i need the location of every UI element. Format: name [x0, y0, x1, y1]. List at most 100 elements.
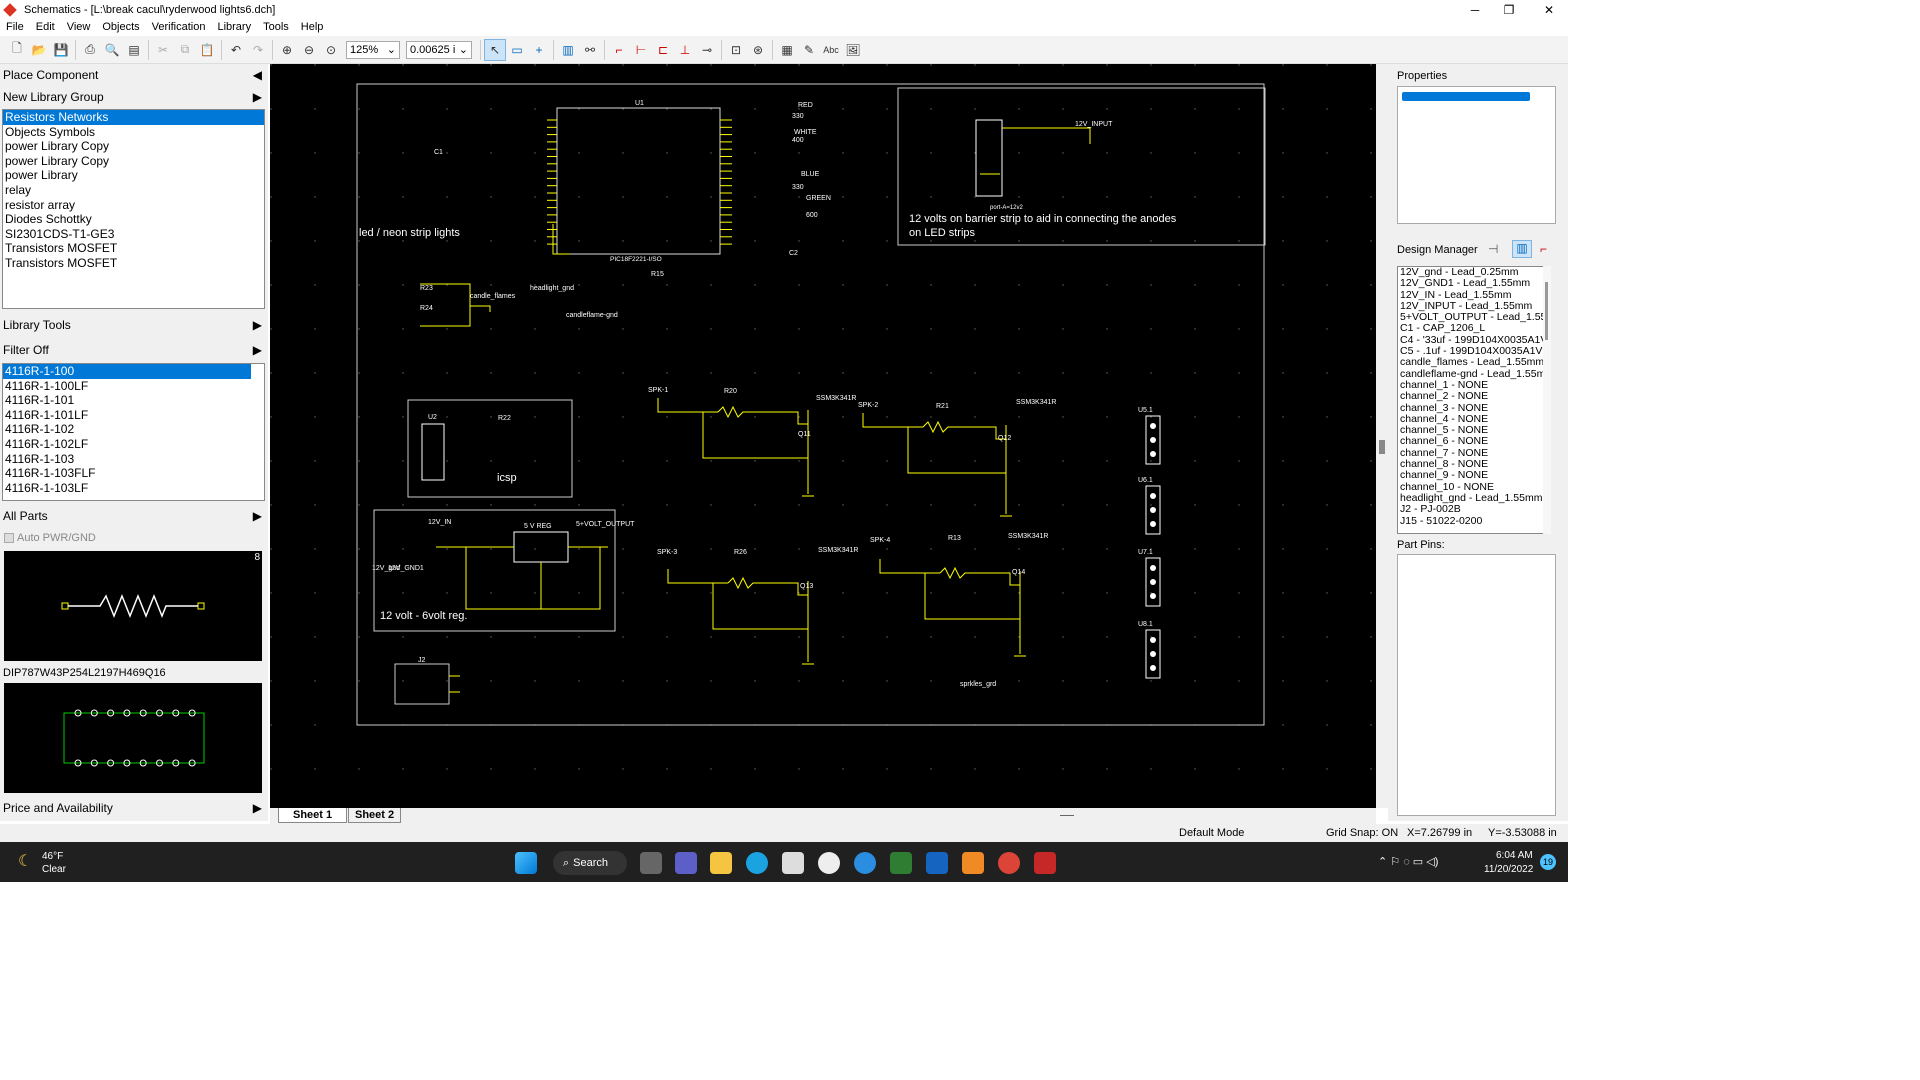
hierarchy-icon[interactable]: ⊛	[752, 42, 764, 57]
undo-icon[interactable]: ↶	[230, 42, 242, 57]
net-list-item[interactable]: channel_6 - NONE	[1400, 435, 1489, 448]
net-list-item[interactable]: channel_7 - NONE	[1400, 446, 1489, 459]
list-item[interactable]: 4116R-1-102LF	[5, 436, 89, 451]
menu-library[interactable]: Library	[217, 21, 252, 33]
new-library-group-header[interactable]: New Library Group▶	[0, 86, 268, 108]
list-item[interactable]: Resistors Networks	[3, 110, 264, 125]
edit-icon[interactable]: ✎	[803, 42, 815, 57]
search-button[interactable]: ⌕Search	[553, 851, 627, 875]
expand-icon[interactable]: ▶	[252, 509, 262, 523]
start-icon[interactable]	[515, 852, 537, 874]
list-item[interactable]: 4116R-1-103FLF	[5, 466, 96, 481]
expand-icon[interactable]: ▶	[252, 90, 262, 104]
schematics-app-icon[interactable]	[1034, 852, 1056, 874]
collapse-icon[interactable]: ◀	[252, 68, 262, 82]
net-list-item[interactable]: channel_9 - NONE	[1400, 469, 1489, 482]
list-item[interactable]: power Library Copy	[5, 139, 110, 154]
power-icon[interactable]: ⊥	[679, 42, 691, 57]
net-list-item[interactable]: channel_5 - NONE	[1400, 424, 1489, 437]
auto-pwr-checkbox[interactable]: Auto PWR/GND	[4, 532, 96, 544]
dm-net-icon[interactable]: ▥	[1512, 240, 1532, 258]
print-preview-icon[interactable]: 🔍	[104, 42, 120, 57]
zoom-out-icon[interactable]: ⊖	[303, 42, 315, 57]
menu-view[interactable]: View	[66, 21, 91, 33]
net-list-item[interactable]: channel_4 - NONE	[1400, 412, 1489, 425]
menu-help[interactable]: Help	[300, 21, 324, 33]
all-parts-header[interactable]: All Parts▶	[0, 505, 268, 527]
teams-icon[interactable]	[675, 852, 697, 874]
no-connect-icon[interactable]: ⊸	[701, 42, 713, 57]
net-list-item[interactable]: headlight_gnd - Lead_1.55mm	[1400, 491, 1543, 504]
edge-icon[interactable]	[746, 852, 768, 874]
list-item[interactable]: SI2301CDS-T1-GE3	[5, 226, 115, 241]
list-item[interactable]: 4116R-1-100	[3, 364, 251, 379]
file-explorer-icon[interactable]	[710, 852, 732, 874]
move-icon[interactable]: ▭	[511, 42, 523, 57]
dm-wire-icon[interactable]: ⌐	[1540, 242, 1548, 256]
schematic-drawing[interactable]: U1 PIC18F2221-I/SO led / neon strip ligh…	[270, 64, 1376, 808]
tab-sheet-1[interactable]: Sheet 1	[278, 808, 348, 823]
app-icon-orange[interactable]	[962, 852, 984, 874]
cross-icon[interactable]: +	[535, 42, 543, 57]
copy-icon[interactable]: ⧉	[180, 42, 190, 56]
help-icon[interactable]	[854, 852, 876, 874]
list-item[interactable]: relay	[5, 182, 32, 197]
minimize-button[interactable]: ─	[1470, 2, 1480, 17]
net-list-item[interactable]: J15 - 51022-0200	[1400, 514, 1483, 527]
net-list-item[interactable]: 12V_GND1 - Lead_1.55mm	[1400, 277, 1531, 290]
zoom-select[interactable]: 125%⌄	[346, 40, 400, 59]
hscroll-thumb[interactable]	[1060, 815, 1074, 816]
library-tools-header[interactable]: Library Tools▶	[0, 314, 268, 336]
net-list-item[interactable]: C1 - CAP_1206_L	[1400, 322, 1486, 335]
place-component-header[interactable]: Place Component◀	[0, 64, 268, 86]
list-item[interactable]: 4116R-1-101LF	[5, 407, 89, 422]
list-item[interactable]: Objects Symbols	[5, 124, 96, 139]
list-item[interactable]: 4116R-1-103	[5, 451, 75, 466]
list-item[interactable]: power Library	[5, 168, 78, 183]
dm-scrollbar[interactable]	[1543, 266, 1551, 534]
expand-icon[interactable]: ▶	[252, 801, 262, 815]
table-icon[interactable]: ▦	[781, 42, 793, 57]
net-list-item[interactable]: candleflame-gnd - Lead_1.55mm	[1400, 367, 1547, 380]
chrome-icon[interactable]	[998, 852, 1020, 874]
list-item[interactable]: 4116R-1-103LF	[5, 480, 89, 495]
net-list-item[interactable]: channel_8 - NONE	[1400, 458, 1489, 471]
menu-tools[interactable]: Tools	[263, 21, 289, 33]
list-item[interactable]: 4116R-1-101	[5, 393, 75, 408]
list-item[interactable]: 4116R-1-102	[5, 422, 75, 437]
expand-icon[interactable]: ▶	[252, 318, 262, 332]
net-list-item[interactable]: 12V_gnd - Lead_0.25mm	[1400, 266, 1519, 278]
filter-header[interactable]: Filter Off▶	[0, 339, 268, 361]
price-header[interactable]: Price and Availability▶	[0, 797, 268, 819]
save-icon[interactable]: 💾	[53, 42, 69, 57]
list-item[interactable]: Transistors MOSFET	[5, 241, 118, 256]
paste-icon[interactable]: 📋	[199, 42, 215, 57]
list-item[interactable]: power Library Copy	[5, 153, 110, 168]
vertical-scrollbar[interactable]	[1376, 64, 1388, 808]
clock-time[interactable]: 6:04 AM	[1496, 850, 1533, 861]
redo-icon[interactable]: ↷	[252, 42, 264, 57]
app-icon-green[interactable]	[890, 852, 912, 874]
scroll-thumb[interactable]	[1379, 440, 1385, 454]
net-port-icon[interactable]: ⊏	[657, 42, 669, 57]
list-item[interactable]: resistor array	[5, 197, 76, 212]
tray-icons[interactable]: ⌃ ⚐ ◌ ▭ ◁)	[1378, 856, 1439, 868]
net-list-item[interactable]: C5 - .1uf - 199D104X0035A1V	[1400, 345, 1543, 358]
maximize-button[interactable]: ❐	[1503, 2, 1515, 17]
menu-file[interactable]: File	[6, 21, 24, 33]
cut-icon[interactable]: ✂	[157, 42, 169, 57]
net-list-item[interactable]: candle_flames - Lead_1.55mm	[1400, 356, 1545, 369]
tab-sheet-2[interactable]: Sheet 2	[348, 808, 402, 823]
select-pointer-icon[interactable]: ↖	[484, 38, 506, 61]
wire-icon[interactable]: ⌐	[615, 42, 623, 57]
zoom-fit-icon[interactable]: ⊙	[325, 42, 337, 57]
schematic-canvas[interactable]: U1 PIC18F2221-I/SO led / neon strip ligh…	[270, 64, 1376, 808]
net-list-item[interactable]: C4 - '33uf - 199D104X0035A1V	[1400, 333, 1547, 346]
app-icon-circle[interactable]	[818, 852, 840, 874]
parts-list[interactable]: 4116R-1-100 4116R-1-100LF 4116R-1-101 41…	[2, 363, 265, 501]
net-list-item[interactable]: channel_10 - NONE	[1400, 480, 1494, 493]
net-list-item[interactable]: 12V_IN - Lead_1.55mm	[1400, 288, 1512, 301]
export-icon[interactable]: ▤	[128, 42, 140, 57]
grid-select[interactable]: 0.00625 i⌄	[406, 40, 472, 59]
